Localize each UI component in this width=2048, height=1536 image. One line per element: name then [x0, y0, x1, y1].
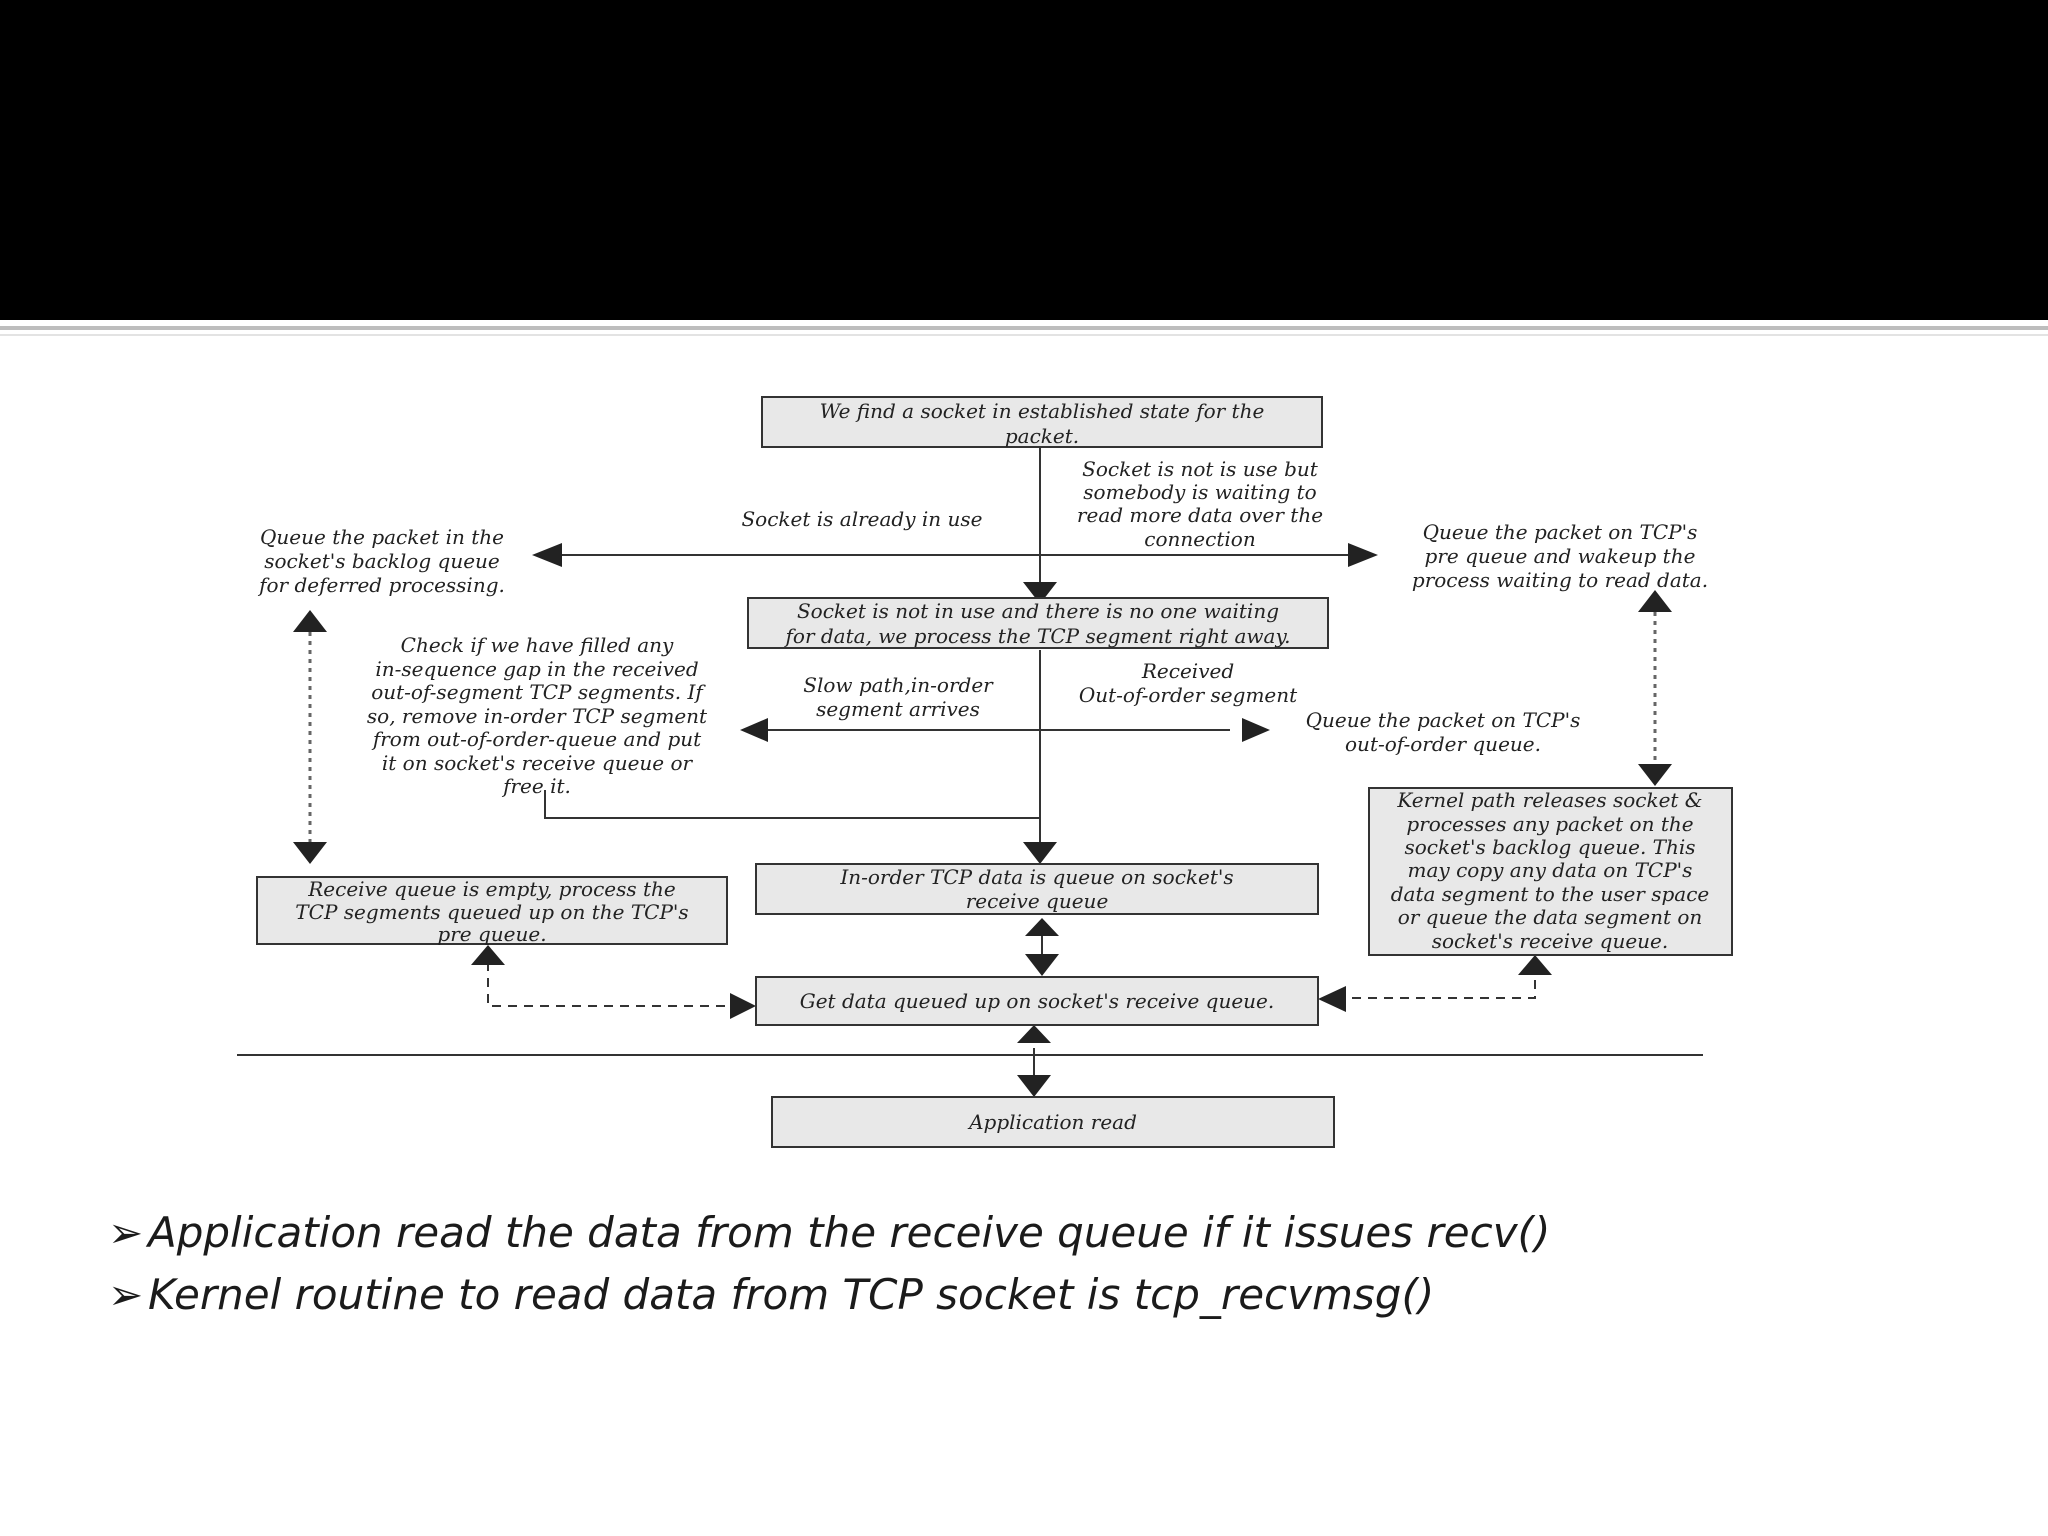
- label-socket-already-in-use: Socket is already in use: [741, 507, 982, 531]
- label-text: Queue the packet in the: [260, 525, 504, 549]
- title-divider-shadow: [0, 334, 2048, 336]
- label-text: for deferred processing.: [257, 573, 505, 597]
- box-text: Socket is not in use and there is no one…: [797, 599, 1279, 623]
- box-text: receive queue: [966, 889, 1109, 913]
- label-text: in-sequence gap in the received: [375, 657, 698, 681]
- arrowhead-dashed-to-getdata-right: [1318, 986, 1346, 1012]
- bullet-item: ➢Application read the data from the rece…: [108, 1202, 1988, 1264]
- label-text: Check if we have filled any: [401, 633, 674, 657]
- box-text: or queue the data segment on: [1398, 905, 1703, 929]
- label-text: socket's backlog queue: [264, 549, 500, 573]
- arrowhead-getdata-up: [1017, 1025, 1051, 1043]
- label-text: Queue the packet on TCP's: [1306, 708, 1581, 732]
- bullet-text: Kernel routine to read data from TCP soc…: [148, 1270, 1435, 1319]
- box-inorder-queue: In-order TCP data is queue on socket's r…: [755, 863, 1319, 915]
- box-text: data segment to the user space: [1391, 882, 1710, 906]
- label-text: segment arrives: [816, 697, 980, 721]
- label-out-of-order-queue: Queue the packet on TCP's out-of-order q…: [1306, 708, 1581, 756]
- label-text: out-of-segment TCP segments. If: [371, 680, 706, 704]
- arrowhead-to-ooo-queue: [1242, 718, 1270, 742]
- label-text: process waiting to read data.: [1412, 568, 1708, 592]
- label-text: connection: [1144, 527, 1255, 551]
- arrowhead-dotted-up-backlog: [293, 610, 327, 632]
- bullet-text: Application read the data from the recei…: [148, 1208, 1551, 1257]
- dashed-kernel-to-getdata: [1352, 976, 1536, 999]
- box-process-segment: Socket is not in use and there is no one…: [747, 597, 1329, 649]
- arrowheads: [293, 543, 1672, 1097]
- bullet-item: ➢Kernel routine to read data from TCP so…: [108, 1264, 1988, 1326]
- arrow-bullet-icon: ➢: [108, 1208, 144, 1257]
- bullet-list: ➢Application read the data from the rece…: [108, 1202, 1988, 1326]
- box-application-read: Application read: [771, 1096, 1335, 1148]
- box-text: socket's receive queue.: [1432, 929, 1669, 953]
- arrowhead-to-process-box: [1023, 582, 1057, 604]
- connector-check-to-inorder: [544, 790, 1040, 819]
- label-text: pre queue and wakeup the: [1425, 544, 1696, 568]
- box-text: Application read: [967, 1110, 1137, 1134]
- arrowhead-inorder-up: [1025, 918, 1059, 936]
- arrowhead-appread-down: [1017, 1075, 1051, 1097]
- label-text: out-of-order queue.: [1345, 732, 1541, 756]
- box-established-socket: We find a socket in established state fo…: [761, 396, 1323, 448]
- label-text: Socket is not is use but: [1082, 457, 1319, 481]
- label-tcp-prequeue: Queue the packet on TCP's pre queue and …: [1412, 520, 1708, 592]
- box-text: Get data queued up on socket's receive q…: [800, 989, 1275, 1013]
- label-text: Slow path,in-order: [803, 673, 994, 697]
- title-divider: [0, 326, 2048, 330]
- arrowhead-to-prequeue: [1348, 543, 1378, 567]
- arrowhead-dotted-down-kernel: [1638, 764, 1672, 786]
- label-text: free it.: [501, 774, 571, 798]
- box-text: socket's backlog queue. This: [1404, 835, 1695, 859]
- label-text: read more data over the: [1077, 503, 1323, 527]
- label-text: it on socket's receive queue or: [382, 751, 694, 775]
- box-text: In-order TCP data is queue on socket's: [839, 865, 1233, 889]
- arrowhead-to-kernel-box: [1518, 955, 1552, 975]
- label-text: Queue the packet on TCP's: [1423, 520, 1698, 544]
- arrowhead-getdata-down: [1025, 954, 1059, 976]
- box-get-data: Get data queued up on socket's receive q…: [755, 976, 1319, 1026]
- label-text: so, remove in-order TCP segment: [367, 704, 708, 728]
- dashed-receive-empty-to-getdata: [487, 962, 738, 1007]
- label-slow-path: Slow path,in-order segment arrives: [803, 673, 994, 721]
- connectors: [237, 448, 1703, 1082]
- arrowhead-to-inorder-box: [1023, 842, 1057, 864]
- label-backlog-queue: Queue the packet in the socket's backlog…: [257, 525, 505, 597]
- box-text: Receive queue is empty, process the: [307, 877, 676, 901]
- box-text: Kernel path releases socket &: [1396, 788, 1702, 812]
- box-text: processes any packet on the: [1406, 812, 1693, 836]
- arrowhead-to-receive-empty: [471, 945, 505, 965]
- label-text: Out-of-order segment: [1079, 683, 1298, 707]
- label-text: from out-of-order-queue and put: [371, 727, 702, 751]
- box-text: We find a socket in established state fo…: [820, 399, 1265, 423]
- box-text: packet.: [1005, 424, 1079, 448]
- label-text: somebody is waiting to: [1083, 480, 1316, 504]
- label-text: Socket is already in use: [741, 507, 982, 531]
- label-somebody-waiting: Socket is not is use but somebody is wai…: [1077, 457, 1323, 551]
- box-text: TCP segments queued up on the TCP's: [295, 900, 688, 924]
- box-text: for data, we process the TCP segment rig…: [784, 624, 1291, 648]
- label-received-out-of-order: Received Out-of-order segment: [1079, 659, 1298, 707]
- arrowhead-to-backlog: [532, 543, 562, 567]
- arrowhead-to-check-gap: [740, 718, 768, 742]
- arrowhead-dotted-down-receive-empty: [293, 842, 327, 864]
- box-kernel-releases-socket: Kernel path releases socket & processes …: [1368, 787, 1733, 956]
- arrow-bullet-icon: ➢: [108, 1270, 144, 1319]
- box-text: pre queue.: [437, 922, 546, 946]
- label-text: Received: [1141, 659, 1234, 683]
- arrowhead-dashed-to-getdata-left: [730, 993, 756, 1019]
- slide-title-bar: [0, 0, 2048, 320]
- label-check-gap: Check if we have filled any in-sequence …: [367, 633, 708, 798]
- box-receive-queue-empty: Receive queue is empty, process the TCP …: [256, 876, 728, 946]
- box-text: may copy any data on TCP's: [1408, 858, 1693, 882]
- arrowhead-dotted-up-prequeue: [1638, 590, 1672, 612]
